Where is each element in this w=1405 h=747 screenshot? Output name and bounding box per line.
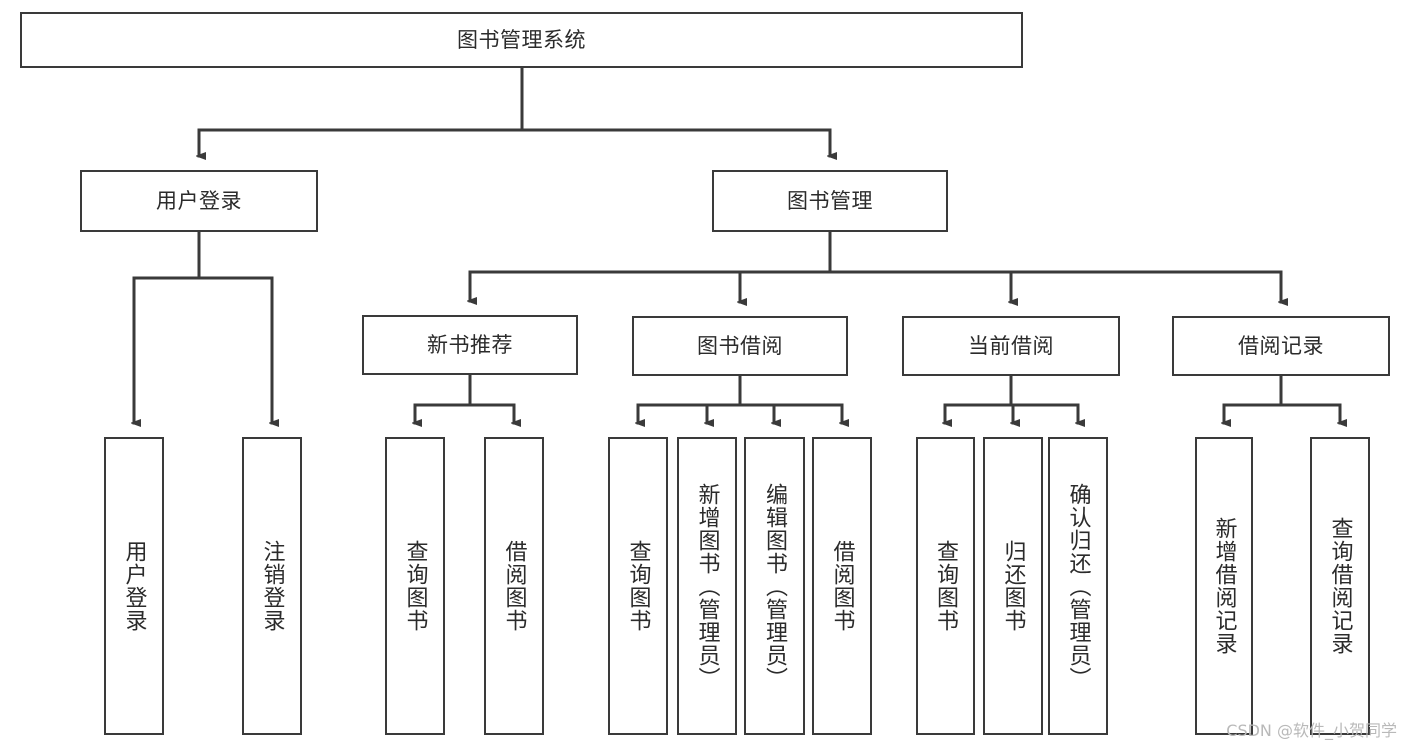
node-leaf-return-book[interactable]: 归还图书 — [983, 437, 1043, 735]
node-borrow-record[interactable]: 借阅记录 — [1172, 316, 1390, 376]
node-leaf-query-book-recommend[interactable]: 查询图书 — [385, 437, 445, 735]
node-leaf-confirm-return[interactable]: 确认归还（管理员） — [1048, 437, 1108, 735]
node-label: 新增借阅记录 — [1211, 517, 1237, 655]
node-leaf-borrow-book[interactable]: 借阅图书 — [812, 437, 872, 735]
watermark-text: CSDN @软件_小贺同学 — [1226, 721, 1397, 740]
node-leaf-logout[interactable]: 注销登录 — [242, 437, 302, 735]
node-new-book-recommend[interactable]: 新书推荐 — [362, 315, 578, 375]
node-leaf-add-book[interactable]: 新增图书（管理员） — [677, 437, 737, 735]
node-label: 借阅图书 — [829, 540, 855, 632]
node-leaf-borrow-book-recommend[interactable]: 借阅图书 — [484, 437, 544, 735]
node-label: 用户登录 — [156, 188, 242, 213]
node-user-login[interactable]: 用户登录 — [80, 170, 318, 232]
node-label: 图书管理 — [787, 188, 873, 213]
node-book-borrow[interactable]: 图书借阅 — [632, 316, 848, 376]
node-current-borrow[interactable]: 当前借阅 — [902, 316, 1120, 376]
node-label: 查询借阅记录 — [1327, 517, 1353, 655]
node-label: 新增图书（管理员） — [694, 482, 720, 690]
node-label: 确认归还（管理员） — [1065, 482, 1091, 690]
node-label: 查询图书 — [625, 540, 651, 632]
node-leaf-user-login[interactable]: 用户登录 — [104, 437, 164, 735]
node-leaf-query-book-borrow[interactable]: 查询图书 — [608, 437, 668, 735]
node-leaf-query-borrow-record[interactable]: 查询借阅记录 — [1310, 437, 1370, 735]
node-label: 借阅图书 — [501, 540, 527, 632]
node-label: 编辑图书（管理员） — [762, 482, 788, 690]
node-label: 查询图书 — [933, 540, 959, 632]
node-label: 注销登录 — [259, 540, 285, 632]
node-label: 用户登录 — [121, 540, 147, 632]
node-leaf-query-book-current[interactable]: 查询图书 — [916, 437, 975, 735]
node-root-system[interactable]: 图书管理系统 — [20, 12, 1023, 68]
node-leaf-add-borrow-record[interactable]: 新增借阅记录 — [1195, 437, 1253, 735]
node-label: 新书推荐 — [427, 332, 513, 357]
node-label: 借阅记录 — [1238, 333, 1324, 358]
node-label: 当前借阅 — [968, 333, 1054, 358]
node-leaf-edit-book[interactable]: 编辑图书（管理员） — [744, 437, 805, 735]
node-label: 查询图书 — [402, 540, 428, 632]
node-label: 图书管理系统 — [457, 27, 586, 52]
node-label: 归还图书 — [1000, 540, 1026, 632]
node-book-management[interactable]: 图书管理 — [712, 170, 948, 232]
node-label: 图书借阅 — [697, 333, 783, 358]
